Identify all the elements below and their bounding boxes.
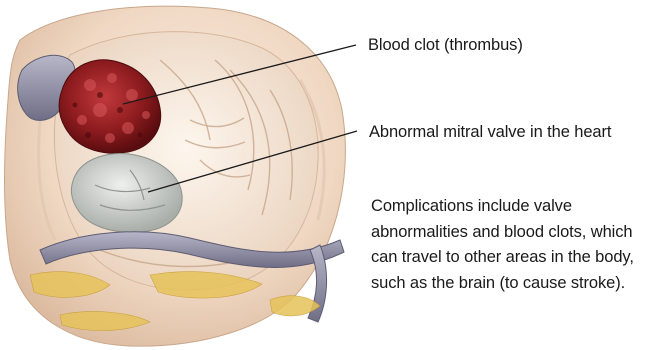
blood-clot-label: Blood clot (thrombus) [368,36,523,55]
caption-text: Complications include valve abnormalitie… [371,194,661,296]
mitral-valve-label: Abnormal mitral valve in the heart [369,123,611,142]
